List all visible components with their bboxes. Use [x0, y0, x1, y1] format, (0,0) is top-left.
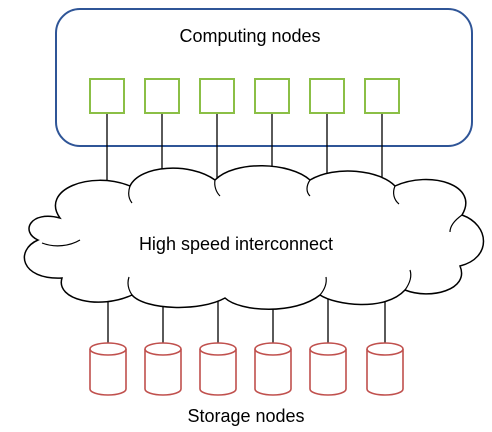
- computing-node: [364, 78, 400, 114]
- computing-node: [199, 78, 235, 114]
- interconnect-label: High speed interconnect: [139, 234, 333, 254]
- computing-nodes-label: Computing nodes: [179, 26, 320, 46]
- storage-node: [144, 342, 182, 396]
- storage-node: [254, 342, 292, 396]
- computing-node: [254, 78, 290, 114]
- storage-node: [199, 342, 237, 396]
- storage-nodes-label: Storage nodes: [187, 406, 304, 426]
- interconnect-cloud: [23, 165, 485, 310]
- computing-node: [144, 78, 180, 114]
- storage-node: [366, 342, 404, 396]
- computing-nodes-row: [89, 78, 400, 114]
- storage-node: [309, 342, 347, 396]
- computing-node: [89, 78, 125, 114]
- storage-nodes-row: [89, 342, 404, 396]
- storage-node: [89, 342, 127, 396]
- computing-node: [309, 78, 345, 114]
